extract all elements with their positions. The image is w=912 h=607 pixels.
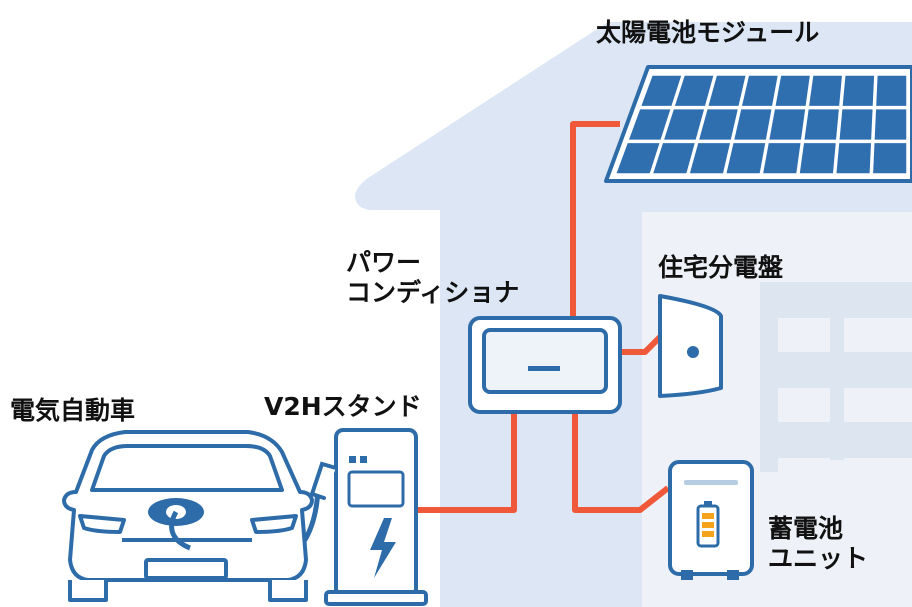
v2h-stand [324, 428, 428, 606]
solar-cell [842, 75, 875, 106]
solar-cell [804, 109, 839, 140]
solar-cells [616, 75, 907, 174]
solar-cell [763, 143, 801, 174]
car-headlight-right [250, 514, 298, 534]
solar-cell [653, 143, 695, 174]
solar-cell [641, 75, 682, 106]
car-headlight-left [78, 514, 126, 534]
solar-cell [629, 109, 671, 140]
solar-cell [708, 75, 746, 106]
storage-battery [668, 460, 754, 580]
label-v2h-stand: V2Hスタンド [264, 392, 422, 421]
car-windshield [90, 444, 284, 492]
label-storage-battery-line1: 蓄電池 [768, 514, 844, 543]
wire-solar-to-pcs [570, 121, 620, 318]
solar-cell [699, 109, 738, 140]
wire-pcs-to-v2h [418, 412, 517, 513]
solar-cell [674, 75, 714, 106]
interior-shelves [760, 282, 912, 472]
solar-cell [734, 109, 772, 140]
solar-cell [876, 75, 907, 106]
solar-cell [836, 143, 871, 174]
car-wheel-left [68, 580, 108, 602]
solar-cell [726, 143, 766, 174]
solar-cell [769, 109, 806, 140]
label-power-conditioner: パワー コンディショナ [346, 248, 519, 308]
power-wires [418, 121, 670, 513]
label-storage-battery-line2: ユニット [768, 544, 869, 573]
solar-cell [742, 75, 778, 106]
label-power-conditioner-line2: コンディショナ [346, 278, 520, 307]
solar-cell [616, 143, 660, 174]
label-ev: 電気自動車 [10, 396, 136, 425]
lightning-icon [370, 518, 396, 578]
car-wheel-right [268, 580, 308, 602]
solar-cell [799, 143, 836, 174]
distribution-board [658, 294, 723, 398]
solar-cell [809, 75, 842, 106]
solar-cell [689, 143, 730, 174]
label-distribution-board: 住宅分電盤 [658, 253, 784, 282]
solar-panel [604, 65, 912, 183]
solar-cell [839, 109, 873, 140]
label-solar-module: 太陽電池モジュール [596, 18, 820, 47]
label-power-conditioner-line1: パワー [346, 248, 422, 277]
label-storage-battery: 蓄電池 ユニット [768, 514, 868, 574]
solar-cell [664, 109, 705, 140]
solar-cell [874, 109, 907, 140]
car-charging-port [148, 498, 204, 551]
solar-cell [873, 143, 907, 174]
wire-pcs-to-battery [572, 412, 670, 513]
car-plate [144, 558, 228, 580]
solar-cell [775, 75, 810, 106]
power-conditioner [468, 316, 622, 414]
